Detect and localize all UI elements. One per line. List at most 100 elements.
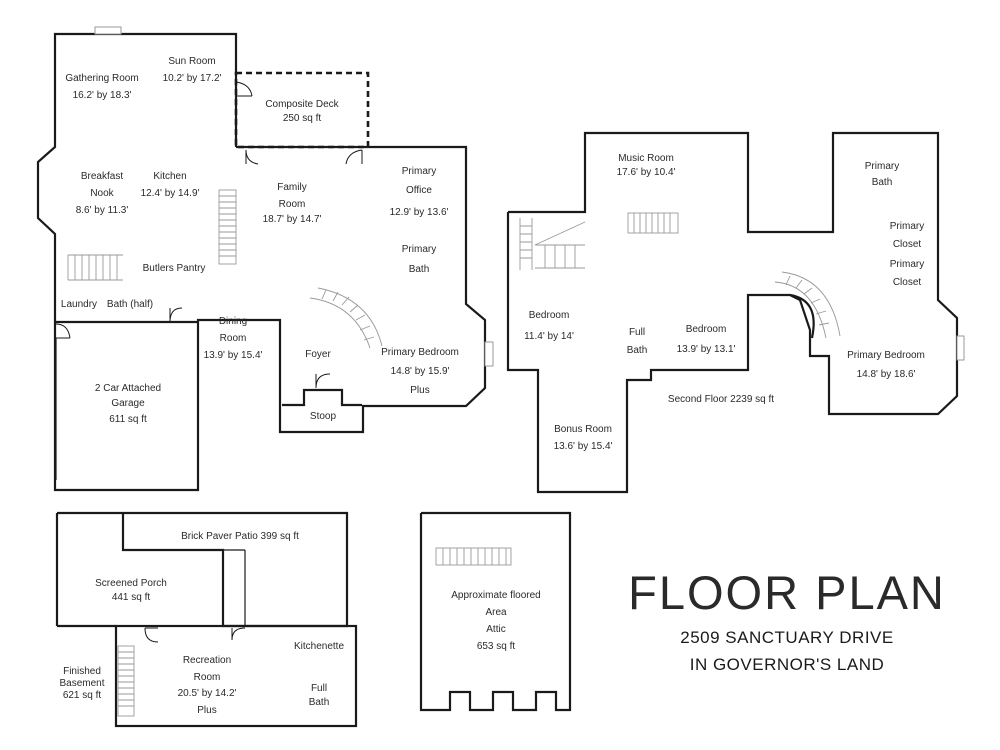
- label-area: Area: [485, 607, 507, 618]
- screened-porch-outline: [57, 511, 349, 628]
- attic-outline: [419, 511, 572, 712]
- recreation-outline: [114, 624, 358, 728]
- door: [235, 81, 253, 97]
- door: [315, 373, 331, 389]
- label-basement-size: 621 sq ft: [63, 690, 102, 701]
- label-full-bath: Bath: [627, 345, 648, 356]
- label-foyer: Foyer: [305, 349, 331, 360]
- stair-basement: [117, 645, 135, 717]
- curved-wall: [789, 293, 815, 339]
- label-sun-room-dim: 10.2' by 17.2': [163, 73, 222, 84]
- second-floor: [506, 131, 965, 494]
- label-bedroom-a: Bedroom: [529, 310, 570, 321]
- label-full-2: Full: [311, 683, 327, 694]
- label-bonus-room: Bonus Room: [554, 424, 612, 435]
- label-primary-bedroom-2-dim: 14.8' by 18.6': [857, 369, 916, 380]
- label-laundry: Laundry: [61, 299, 97, 310]
- label-stoop: Stoop: [310, 411, 337, 422]
- stair-attic: [435, 547, 512, 566]
- label-approx-floored: Approximate floored: [451, 590, 541, 601]
- composite-deck-outline: [234, 71, 370, 149]
- first-floor-outline: [36, 32, 487, 492]
- label-primary-bath-1: Primary: [402, 244, 436, 255]
- stair-music-room: [627, 212, 679, 234]
- label-nook: Nook: [90, 188, 114, 199]
- stair-curved-foyer: [309, 287, 383, 349]
- label-plus-1: Plus: [410, 385, 429, 396]
- label-bath-2: Bath: [872, 177, 893, 188]
- label-recreation: Recreation: [183, 655, 231, 666]
- label-finished: Finished: [63, 666, 101, 677]
- label-office-dim: 12.9' by 13.6': [390, 207, 449, 218]
- first-floor: [36, 26, 494, 492]
- label-primary-bedroom-2: Primary Bedroom: [847, 350, 925, 361]
- label-attic: Attic: [486, 624, 505, 635]
- label-closet-1: Closet: [893, 239, 922, 250]
- label-basement: Basement: [59, 678, 104, 689]
- label-garage-line2: Garage: [111, 398, 145, 409]
- label-recreation-room: Room: [194, 672, 221, 683]
- label-second-floor: Second Floor 2239 sq ft: [668, 394, 774, 405]
- label-primary-bedroom-1: Primary Bedroom: [381, 347, 459, 358]
- label-composite-deck: Composite Deck: [265, 99, 339, 110]
- stair-family-room: [218, 189, 237, 265]
- label-bedroom-a-dim: 11.4' by 14': [524, 331, 574, 342]
- label-garage-size: 611 sq ft: [109, 414, 147, 425]
- window: [956, 335, 965, 361]
- door: [169, 307, 183, 323]
- label-composite-deck-size: 250 sq ft: [283, 113, 322, 124]
- door: [345, 149, 363, 165]
- label-kitchen-dim: 12.4' by 14.9': [141, 188, 200, 199]
- label-garage-line1: 2 Car Attached: [95, 383, 161, 394]
- label-butlers-pantry: Butlers Pantry: [143, 263, 206, 274]
- label-kitchenette: Kitchenette: [294, 641, 344, 652]
- label-music-room-dim: 17.6' by 10.4': [617, 167, 676, 178]
- address-line-1: 2509 SANCTUARY DRIVE: [680, 628, 894, 647]
- label-full: Full: [629, 327, 645, 338]
- label-family-dim: 18.7' by 14.7': [263, 214, 322, 225]
- label-gathering-room-dim: 16.2' by 18.3': [73, 90, 132, 101]
- label-office: Office: [406, 185, 432, 196]
- address-line-2: IN GOVERNOR'S LAND: [689, 655, 885, 674]
- label-bath-1: Bath: [409, 264, 430, 275]
- attic: [419, 511, 572, 712]
- stoop-outline: [282, 388, 362, 407]
- label-primary-closet-1: Primary: [890, 221, 924, 232]
- label-breakfast-dim: 8.6' by 11.3': [76, 205, 129, 216]
- label-sun-room: Sun Room: [168, 56, 215, 67]
- label-family: Family: [277, 182, 306, 193]
- floor-plan-title: FLOOR PLAN: [628, 566, 946, 619]
- label-recreation-dim: 20.5' by 14.2': [178, 688, 237, 699]
- label-primary-closet-2: Primary: [890, 259, 924, 270]
- door: [245, 149, 259, 165]
- label-gathering-room: Gathering Room: [65, 73, 138, 84]
- label-plus-2: Plus: [197, 705, 216, 716]
- door: [144, 627, 159, 643]
- basement: [55, 511, 358, 728]
- label-family-room: Room: [279, 199, 306, 210]
- label-brick-patio: Brick Paver Patio 399 sq ft: [181, 531, 299, 542]
- label-music-room: Music Room: [618, 153, 674, 164]
- window: [94, 26, 122, 35]
- label-bonus-room-dim: 13.6' by 15.4': [554, 441, 613, 452]
- label-screened-porch-size: 441 sq ft: [112, 592, 151, 603]
- label-primary-office-1: Primary: [402, 166, 436, 177]
- window: [484, 341, 494, 367]
- stair-curved-second: [774, 271, 841, 339]
- door: [231, 627, 246, 641]
- label-bedroom-b-dim: 13.9' by 13.1': [677, 344, 736, 355]
- label-primary-bath-2: Primary: [865, 161, 899, 172]
- label-breakfast: Breakfast: [81, 171, 123, 182]
- label-closet-2: Closet: [893, 277, 922, 288]
- label-bath-3: Bath: [309, 697, 330, 708]
- label-primary-bedroom-1-dim: 14.8' by 15.9': [391, 366, 450, 377]
- label-kitchen: Kitchen: [153, 171, 186, 182]
- door: [55, 323, 71, 339]
- label-bath-half: Bath (half): [107, 299, 153, 310]
- label-attic-size: 653 sq ft: [477, 641, 516, 652]
- second-floor-outline: [506, 131, 959, 494]
- label-screened-porch: Screened Porch: [95, 578, 167, 589]
- label-dining-room: Room: [220, 333, 247, 344]
- label-dining: Dining: [219, 316, 247, 327]
